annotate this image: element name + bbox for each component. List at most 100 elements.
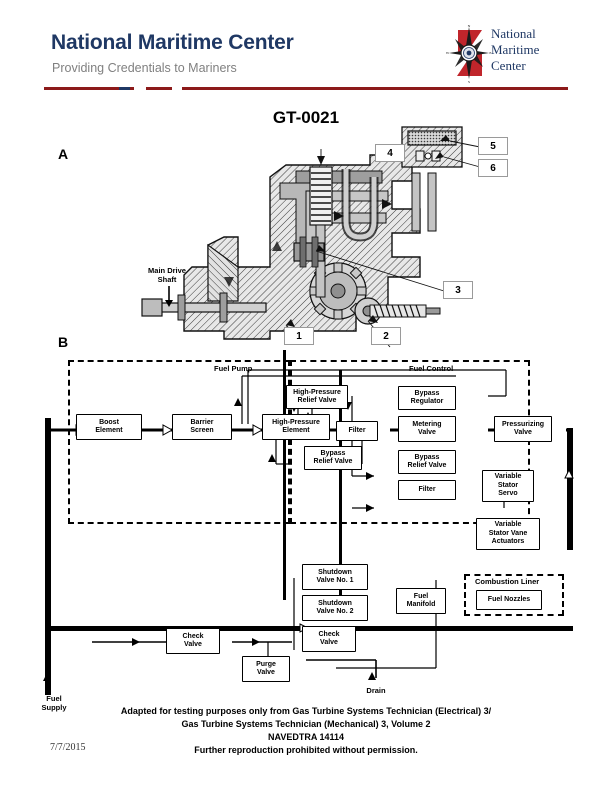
- box-check-valve-center-line1: Check: [318, 630, 340, 638]
- box-check-valve-left-line1: Check: [182, 632, 204, 640]
- header-rule-gap-2: [172, 87, 182, 90]
- box-check-valve-center-line2: Valve: [320, 639, 338, 646]
- box-bypass-regulator-line2: Regulator: [410, 398, 444, 405]
- callout-box-2: 2: [371, 327, 401, 345]
- box-barrier-screen-line2: Screen: [190, 427, 214, 434]
- box-fuel-manifold-line2: Manifold: [406, 601, 436, 608]
- nmc-logo: N W E S National Maritime Center: [446, 24, 576, 86]
- group-fuel-pump-label: Fuel Pump: [211, 364, 256, 373]
- box-filter-2-label: Filter: [418, 485, 436, 493]
- section-label-b: B: [58, 334, 69, 350]
- box-metering-valve[interactable]: Metering Valve: [398, 416, 456, 442]
- label-drain-text: Drain: [366, 686, 386, 695]
- callout-box-1: 1: [284, 327, 314, 345]
- box-high-pressure-relief-valve[interactable]: High-Pressure Relief Valve: [286, 385, 348, 409]
- box-filter-2[interactable]: Filter: [398, 480, 456, 500]
- box-shutdown-valve-1[interactable]: Shutdown Valve No. 1: [302, 564, 368, 590]
- box-pressurizing-valve[interactable]: Pressurizing Valve: [494, 416, 552, 442]
- lower-spring: [369, 304, 441, 318]
- header-rule-accent: [119, 87, 130, 90]
- footer-line-4: Further reproduction prohibited without …: [194, 745, 418, 755]
- group-fuel-control: [290, 360, 530, 524]
- flow-arrows: [224, 199, 392, 287]
- box-vs-servo-line1: Variable: [494, 473, 522, 481]
- footer-note: Adapted for testing purposes only from G…: [0, 705, 612, 757]
- document-title: GT-0021: [272, 108, 340, 127]
- svg-text:N: N: [468, 24, 471, 28]
- box-vsv-actuators-line2: Stator Vane: [488, 529, 528, 537]
- box-vsv-actuators-line1: Variable: [494, 521, 522, 529]
- logo-line-1: National: [491, 26, 536, 41]
- fuel-pump-cutaway-drawing: [141, 126, 481, 348]
- fuel-supply-arrow-icon: [43, 673, 51, 692]
- box-check-valve-left-line2: Valve: [184, 641, 202, 648]
- group-fuel-pump: [68, 360, 290, 524]
- box-fuel-manifold[interactable]: Fuel Manifold: [396, 588, 446, 614]
- label-fuel-supply-line2: Supply: [41, 703, 67, 712]
- box-check-valve-left[interactable]: Check Valve: [166, 628, 220, 654]
- box-barrier-screen[interactable]: Barrier Screen: [172, 414, 232, 440]
- box-bypass-relief-2-line1: Bypass: [414, 453, 440, 461]
- svg-text:E: E: [489, 51, 491, 55]
- box-shutdown-1-line1: Shutdown: [318, 568, 352, 576]
- box-metering-valve-line2: Valve: [418, 429, 436, 436]
- header-rule: [44, 87, 568, 90]
- logo-line-3: Center: [491, 58, 526, 73]
- box-vs-servo-line2: Stator: [497, 481, 519, 489]
- box-purge-valve[interactable]: Purge Valve: [242, 656, 290, 682]
- box-shutdown-1-line2: Valve No. 1: [316, 577, 354, 584]
- box-filter-1-label: Filter: [348, 426, 366, 434]
- box-pressurizing-valve-line1: Pressurizing: [501, 420, 544, 428]
- main-drive-shaft-arrow-icon: [165, 286, 173, 307]
- box-shutdown-valve-2[interactable]: Shutdown Valve No. 2: [302, 595, 368, 621]
- box-shutdown-2-line2: Valve No. 2: [316, 608, 354, 615]
- svg-text:W: W: [446, 51, 450, 55]
- main-drive-shaft-label-line1: Main Drive: [148, 266, 186, 275]
- compass-rose-icon: N W E S: [446, 24, 492, 84]
- box-pressurizing-valve-line2: Valve: [514, 429, 532, 436]
- logo-wordmark: National Maritime Center: [491, 26, 539, 74]
- box-bypass-relief-1-line2: Relief Valve: [313, 458, 353, 465]
- box-vs-servo-line3: Servo: [498, 490, 518, 498]
- page-subtitle: Providing Credentials to Mariners: [52, 61, 237, 75]
- box-high-pressure-element-line2: Element: [282, 427, 310, 434]
- callout-box-3: 3: [443, 281, 473, 299]
- box-hp-relief-line2: Relief Valve: [297, 397, 337, 404]
- group-combustion-liner: [464, 574, 564, 616]
- box-fuel-manifold-line1: Fuel: [413, 592, 429, 600]
- box-barrier-screen-line1: Barrier: [190, 418, 214, 426]
- footer-line-2: Gas Turbine Systems Technician (Mechanic…: [181, 719, 431, 729]
- box-purge-valve-line1: Purge: [256, 660, 276, 668]
- box-shutdown-2-line1: Shutdown: [318, 599, 352, 607]
- box-variable-stator-vane-actuators[interactable]: Variable Stator Vane Actuators: [476, 518, 540, 550]
- box-filter-1[interactable]: Filter: [336, 421, 378, 441]
- callout-box-5: 5: [478, 137, 508, 155]
- header-rule-gap: [134, 87, 146, 90]
- logo-line-2: Maritime: [491, 42, 540, 57]
- box-vsv-actuators-line3: Actuators: [491, 538, 525, 546]
- box-boost-element[interactable]: Boost Element: [76, 414, 142, 440]
- box-high-pressure-element-line1: High-Pressure: [272, 418, 320, 426]
- section-label-a: A: [58, 146, 69, 162]
- box-metering-valve-line1: Metering: [412, 420, 442, 428]
- label-drain: Drain: [356, 686, 396, 695]
- box-high-pressure-element[interactable]: High-Pressure Element: [262, 414, 330, 440]
- box-fuel-nozzles-label: Fuel Nozzles: [487, 595, 531, 603]
- box-bypass-relief-2-line2: Relief Valve: [407, 462, 447, 469]
- box-purge-valve-line2: Valve: [257, 669, 275, 676]
- box-check-valve-center[interactable]: Check Valve: [302, 626, 356, 652]
- piston-assembly: [293, 236, 325, 268]
- group-fuel-control-label: Fuel Control: [406, 364, 457, 373]
- box-bypass-relief-valve-1[interactable]: Bypass Relief Valve: [304, 446, 362, 470]
- box-hp-relief-line1: High-Pressure: [293, 388, 341, 396]
- box-boost-element-line1: Boost: [99, 418, 119, 426]
- label-fuel-supply: Fuel Supply: [32, 694, 76, 712]
- main-drive-shaft-label-line2: Shaft: [157, 275, 177, 284]
- box-bypass-regulator[interactable]: Bypass Regulator: [398, 386, 456, 410]
- box-fuel-nozzles[interactable]: Fuel Nozzles: [476, 590, 542, 610]
- footer-line-1: Adapted for testing purposes only from G…: [120, 706, 492, 716]
- callout-box-4: 4: [375, 144, 405, 162]
- box-variable-stator-servo[interactable]: Variable Stator Servo: [482, 470, 534, 502]
- box-bypass-relief-valve-2[interactable]: Bypass Relief Valve: [398, 450, 456, 474]
